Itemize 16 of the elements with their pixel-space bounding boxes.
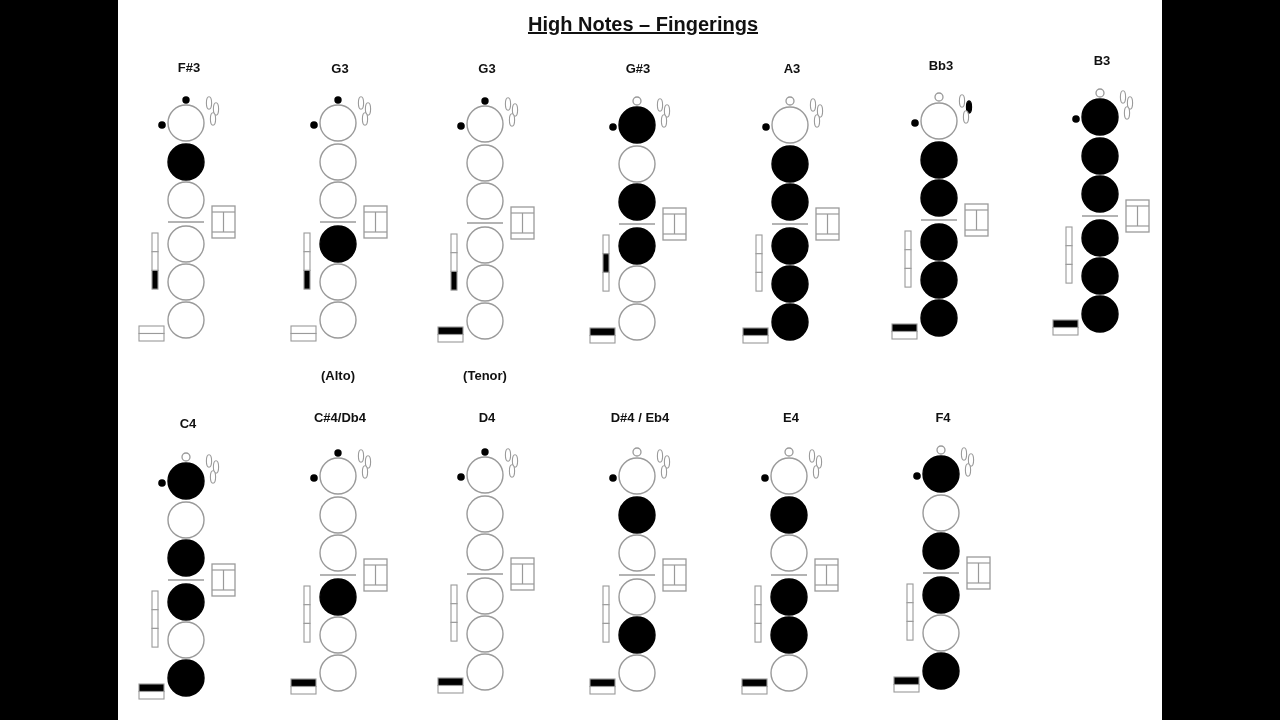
- instrument-label: (Alto): [321, 368, 355, 384]
- note-name-label: A3: [783, 61, 801, 77]
- note-name-label: G#3: [625, 61, 651, 77]
- note-name-label: F4: [935, 410, 951, 426]
- note-name-label: D#4 / Eb4: [610, 410, 670, 426]
- note-name-label: E4: [783, 410, 799, 426]
- note-name-label: C#4/Db4: [314, 410, 366, 426]
- instrument-label: (Tenor): [463, 368, 507, 384]
- note-name-label: G3: [331, 61, 349, 77]
- chart-title: High Notes – Fingerings: [528, 12, 758, 36]
- note-name-label: G3: [478, 61, 496, 77]
- note-name-label: B3: [1093, 53, 1111, 69]
- note-name-label: D4: [478, 410, 496, 426]
- note-name-label: Bb3: [928, 58, 954, 74]
- note-name-label: C4: [179, 416, 197, 432]
- note-name-label: F#3: [177, 60, 201, 76]
